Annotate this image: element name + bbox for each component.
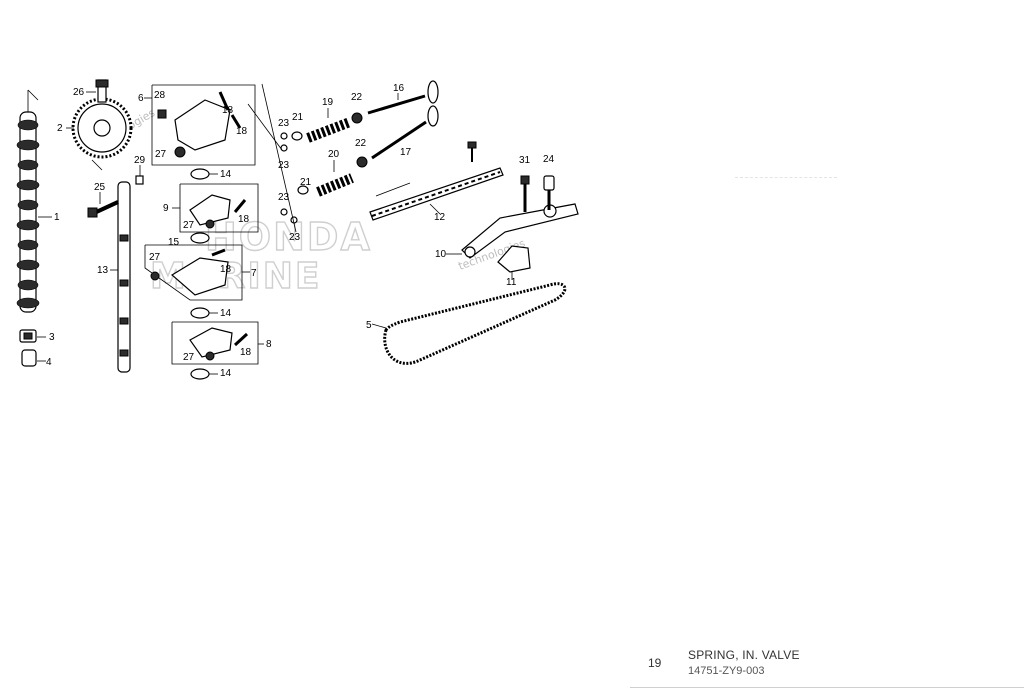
leader-line <box>261 83 297 233</box>
callout-31: 31 <box>519 155 531 166</box>
callout-9: 9 <box>163 203 169 214</box>
callout-13: 13 <box>97 265 109 276</box>
part-number: 14751-ZY9-003 <box>688 665 765 677</box>
rocker-arm-assembly-9[interactable] <box>172 183 259 233</box>
callout-23: 23 <box>278 118 290 129</box>
tensioner-bolts[interactable] <box>520 175 555 212</box>
callout-29: 29 <box>134 155 146 166</box>
cam-gear-bolt[interactable] <box>86 79 109 103</box>
guide-bolt[interactable] <box>467 141 477 162</box>
callout-6: 6 <box>138 93 144 104</box>
rocker-arm-assembly-8[interactable] <box>171 321 264 365</box>
selected-part-info[interactable]: 19 SPRING, IN. VALVE 14751-ZY9-003 <box>630 643 1024 688</box>
callout-14: 14 <box>220 368 232 379</box>
callout-8: 8 <box>266 339 272 350</box>
rocker-arm-assembly-7[interactable] <box>144 244 250 301</box>
callout-18: 18 <box>238 214 250 225</box>
callout-11: 11 <box>506 277 517 288</box>
callout-27: 27 <box>149 252 161 263</box>
divider <box>735 177 837 178</box>
callout-10: 10 <box>435 249 447 260</box>
callout-16: 16 <box>393 83 405 94</box>
rocker-arm-assembly-6[interactable] <box>144 84 256 166</box>
callout-27: 27 <box>155 149 167 160</box>
valve-spring-20[interactable] <box>316 160 354 197</box>
leader-line <box>247 103 283 151</box>
washers[interactable] <box>190 168 218 380</box>
dowel-pin[interactable] <box>135 165 144 185</box>
callout-19: 19 <box>322 97 334 108</box>
shaft-bolt[interactable] <box>87 192 119 218</box>
callout-25: 25 <box>94 182 106 193</box>
callout-5: 5 <box>366 320 372 331</box>
callout-4: 4 <box>46 357 52 368</box>
callout-17: 17 <box>400 147 412 158</box>
callout-24: 24 <box>543 154 555 165</box>
chain-guide[interactable] <box>369 167 504 221</box>
valve-spring-19[interactable] <box>306 108 352 143</box>
callout-23: 23 <box>278 160 290 171</box>
callout-21: 21 <box>292 112 304 123</box>
callout-28: 28 <box>154 90 166 101</box>
intake-valve[interactable] <box>367 80 439 115</box>
callout-14: 14 <box>220 308 232 319</box>
callout-27: 27 <box>183 352 195 363</box>
callout-2: 2 <box>57 123 63 134</box>
callout-23: 23 <box>278 192 290 203</box>
callout-23: 23 <box>289 232 301 243</box>
callout-labels: 1 2 3 4 5 6 7 8 9 10 11 12 13 14 14 14 1… <box>46 83 555 379</box>
callout-3: 3 <box>49 332 55 343</box>
callout-12: 12 <box>434 212 446 223</box>
callout-22: 22 <box>355 138 367 149</box>
callout-22: 22 <box>351 92 363 103</box>
part-name: SPRING, IN. VALVE <box>688 648 800 662</box>
spring-retainers[interactable] <box>291 112 368 195</box>
camshaft-bearing[interactable] <box>19 329 46 343</box>
timing-chain[interactable] <box>371 282 567 365</box>
callout-18: 18 <box>236 126 248 137</box>
callout-27: 27 <box>183 220 195 231</box>
callout-14: 14 <box>220 169 232 180</box>
part-ref-number: 19 <box>648 656 662 670</box>
callout-26: 26 <box>73 87 85 98</box>
rocker-shaft[interactable] <box>110 181 131 373</box>
svg-text:HONDA: HONDA <box>205 215 372 259</box>
callout-7: 7 <box>251 268 257 279</box>
camshaft-plug[interactable] <box>21 349 46 367</box>
callout-1: 1 <box>54 212 60 223</box>
callout-21: 21 <box>300 177 312 188</box>
callout-18: 18 <box>222 105 234 116</box>
callout-20: 20 <box>328 149 340 160</box>
callout-15: 15 <box>168 237 180 248</box>
callout-18: 18 <box>240 347 252 358</box>
cam-gear[interactable] <box>66 97 133 171</box>
exhaust-valve[interactable] <box>371 105 439 160</box>
chain-tensioner[interactable] <box>497 245 531 280</box>
camshaft[interactable] <box>16 89 52 313</box>
callout-18: 18 <box>220 264 232 275</box>
